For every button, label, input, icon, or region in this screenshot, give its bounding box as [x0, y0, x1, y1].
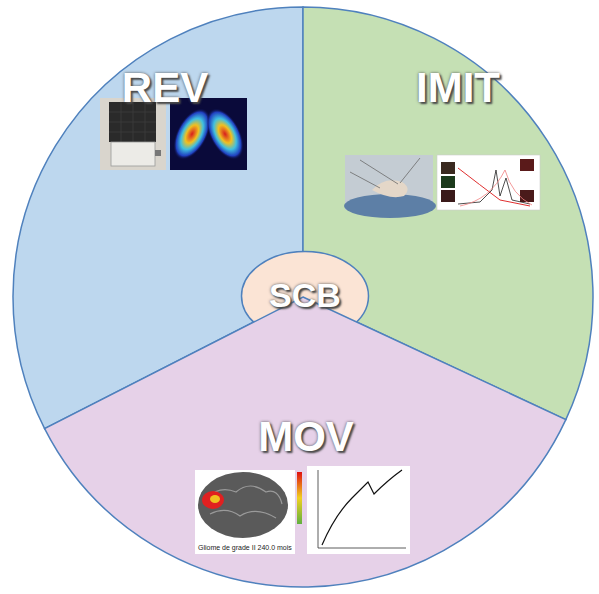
center-ellipse: SCB: [240, 250, 370, 342]
spectrum-plot: [437, 155, 540, 210]
text-holder: REV: [122, 65, 208, 111]
text-holder: SCB: [269, 277, 341, 314]
growth-plot: [307, 466, 410, 554]
region-title: REV: [122, 65, 208, 111]
text-holder: MOV: [258, 414, 354, 460]
sector-shape: [45, 297, 566, 587]
text-holder: IMIT: [416, 65, 500, 111]
sector-region: MOV: [13, 7, 593, 587]
label-holder: Gliome de grade II 240.0 mois: [198, 544, 292, 552]
node-outline: [13, 7, 593, 587]
brain-mri: [195, 470, 302, 554]
image-caption: Gliome de grade II 240.0 mois: [198, 544, 292, 552]
region-title: IMIT: [416, 65, 500, 111]
surgery-photo: [344, 155, 436, 218]
region-title: SCB: [269, 277, 341, 314]
region-title: MOV: [258, 414, 354, 460]
